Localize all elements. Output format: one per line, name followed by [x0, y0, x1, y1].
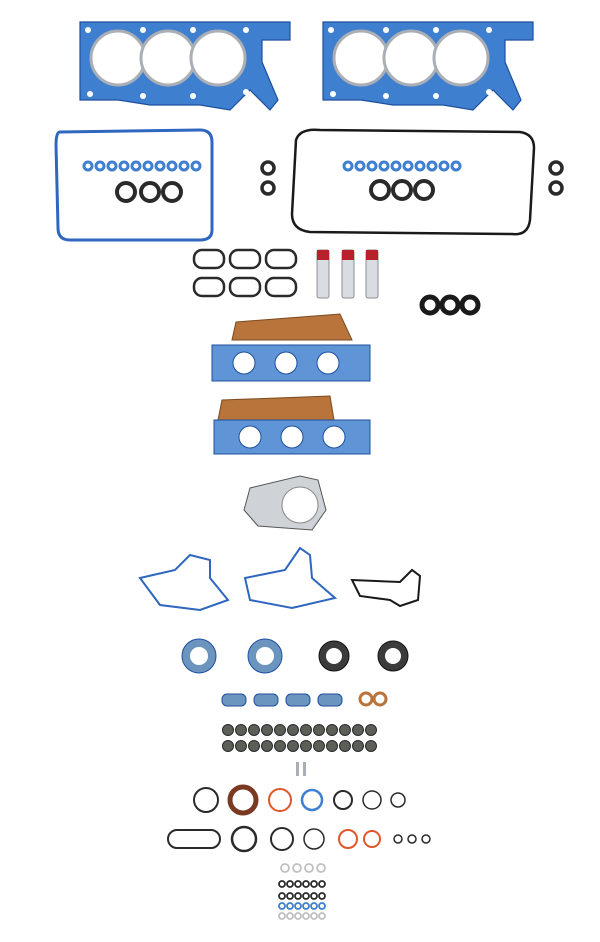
intake-gasket-icon: [192, 248, 298, 298]
exhaust-manifold-gasket-icon: [211, 313, 371, 455]
head-gasket-left: [78, 20, 292, 112]
throttle-gaskets: [181, 638, 409, 674]
spark-plug-tube-seals: [115, 160, 564, 203]
timing-cover-gasket-left: [138, 553, 230, 612]
o-ring-icon: [167, 784, 431, 920]
blue-o-rings: [82, 160, 462, 172]
sealant-tube-icon: [316, 249, 379, 299]
timing-cover-gasket-right: [243, 546, 338, 610]
valve-cover-gasket-left: [54, 128, 214, 242]
valve-cover-gasket-right: [290, 128, 536, 236]
small-gaskets: [221, 691, 388, 707]
oil-seals: [419, 294, 481, 316]
valve-stem-seals: [222, 724, 377, 776]
head-gasket-right: [321, 20, 535, 112]
oil-pan-gasket: [350, 568, 422, 608]
